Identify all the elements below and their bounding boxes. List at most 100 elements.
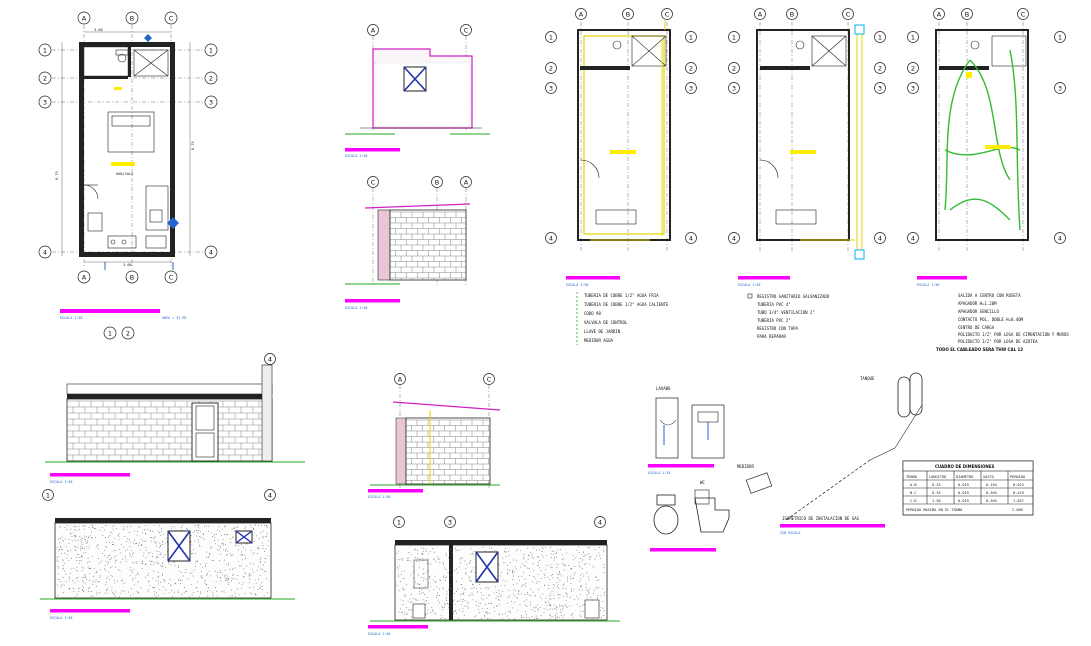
svg-text:3: 3	[878, 85, 882, 93]
table-header: DIAMETRO	[956, 475, 973, 479]
brick-pattern	[389, 211, 466, 280]
hydraulic-scale: ESCALA 1:50	[566, 283, 588, 287]
svg-text:1: 1	[549, 34, 553, 42]
svg-text:3: 3	[209, 99, 213, 107]
svg-text:A: A	[398, 376, 403, 384]
legend-e-0: SALIDA A CENTRO CON ROSETA	[958, 293, 1021, 298]
legend-h-5: MEDIDOR AGUA	[584, 338, 613, 343]
dimension-table: CUADRO DE DIMENSIONES TRAMO LONGITUD DIA…	[902, 460, 1034, 516]
brick-pattern	[66, 400, 272, 461]
svg-text:A: A	[937, 11, 942, 19]
dim-width-bottom: 3.60	[123, 263, 132, 267]
svg-text:C: C	[169, 15, 174, 23]
dim-height: 8.70	[55, 171, 59, 180]
svg-text:2: 2	[732, 65, 736, 73]
legend-h-0: TUBERIA DE COBRE 1/2" AGUA FRIA	[584, 293, 659, 298]
front-elevation: ESCALA 1:50 4	[45, 353, 305, 484]
table-cell: 0.019	[958, 483, 969, 487]
table-cell: B-C	[910, 491, 917, 495]
plan-hydraulic: A B C 1 2 3 4 1 2 3 4 ESCALA 1:50 TUBERI…	[545, 8, 697, 345]
svg-text:1: 1	[911, 34, 915, 42]
svg-text:1: 1	[1058, 34, 1062, 42]
section1-scale: ESCALA 1:50	[345, 154, 367, 158]
table-cell: 0.394	[986, 491, 997, 495]
tank-label: TANQUE	[860, 376, 875, 381]
svg-text:3: 3	[732, 85, 736, 93]
plan-electric: A B C 1 2 3 4 1 3 4 ESCALA 1:50 SALIDA A…	[907, 8, 1069, 352]
fixture-wc-label: WC	[700, 480, 705, 485]
legend-e-4: CENTRO DE CARGA	[958, 325, 995, 330]
svg-text:3: 3	[1058, 85, 1062, 93]
fixture-lav-label: LAVABO	[656, 386, 671, 391]
section2-scale: ESCALA 1:50	[345, 306, 367, 310]
side-elevation: 1 4 ESCALA 1:50	[40, 489, 295, 620]
svg-text:1: 1	[209, 47, 213, 55]
legend-e-3: CONTACTO POL. DOBLE H=0.40M	[958, 317, 1024, 322]
legend-s-1: TUBERIA PVC 4"	[757, 302, 791, 307]
table-footer-value: 2.089	[1012, 508, 1023, 512]
svg-text:A: A	[371, 27, 376, 35]
plan-area: AREA = 31 M2	[162, 316, 187, 320]
legend-h-2: CODO 90	[584, 311, 601, 316]
dim-right: 8.70	[191, 141, 195, 150]
svg-text:3: 3	[549, 85, 553, 93]
table-cell: C-D	[910, 499, 917, 503]
table-cell: 0.419	[1013, 491, 1024, 495]
table-cell: 0.194	[986, 483, 997, 487]
svg-text:A: A	[82, 15, 87, 23]
svg-text:3: 3	[911, 85, 915, 93]
table-cell: 0.35	[932, 491, 941, 495]
svg-text:2: 2	[689, 65, 693, 73]
fixture-scale: ESCALA 1:25	[648, 471, 670, 475]
legend-s-3: TUBERIA PVC 2"	[757, 318, 791, 323]
svg-text:C: C	[665, 11, 670, 19]
electric-scale: ESCALA 1:50	[917, 283, 939, 287]
svg-text:4: 4	[549, 235, 553, 243]
svg-text:B: B	[435, 179, 439, 187]
svg-text:1: 1	[108, 330, 112, 338]
legend-s-2: TUBO 3/4" VENTILACION 2"	[757, 310, 815, 315]
legend-s-5: PARA REPARAR	[757, 334, 786, 339]
plan-scale: ESCALA 1:50	[60, 316, 82, 320]
svg-text:4: 4	[598, 519, 602, 527]
svg-text:A: A	[758, 11, 763, 19]
section4-scale: ESCALA 1:50	[368, 632, 390, 636]
svg-text:2: 2	[126, 330, 130, 338]
table-cell: 1.50	[932, 499, 941, 503]
table-cell: 1.657	[1013, 499, 1024, 503]
gas-meter-label: MEDIDOR	[737, 464, 754, 469]
legend-h-4: LLAVE DE JARDIN	[584, 329, 621, 334]
legend-e-2: APAGADOR SENCILLO	[958, 309, 1000, 314]
plan-sanitary: A B C 1 2 3 4 1 2 3 4 ESCALA 1:50 REGIST…	[728, 8, 886, 339]
hydraulic-legend: TUBERIA DE COBRE 1/2" AGUA FRIA TUBERIA …	[576, 292, 669, 345]
svg-text:3: 3	[448, 519, 452, 527]
sanitary-scale: ESCALA 1:50	[738, 283, 760, 287]
svg-text:A: A	[82, 274, 87, 282]
svg-text:3: 3	[689, 85, 693, 93]
table-header: GASTO	[983, 475, 994, 479]
svg-text:4: 4	[878, 235, 882, 243]
svg-text:4: 4	[268, 356, 272, 364]
table-header: PERDIDA	[1010, 475, 1026, 479]
sanitary-legend: REGISTRO SANITARIO GALVANIZADO TUBERIA P…	[747, 293, 830, 339]
front-elev-scale: ESCALA 1:50	[50, 480, 72, 484]
svg-text:2: 2	[549, 65, 553, 73]
table-header: LONGITUD	[929, 475, 946, 479]
table-cell: 0.394	[986, 499, 997, 503]
section-bottom-b: 1 3 4 ESCALA 1:50	[368, 516, 620, 636]
brick-pattern	[405, 419, 490, 484]
svg-text:4: 4	[1058, 235, 1062, 243]
legend-s-4: REGISTRO CON TAPA	[757, 326, 799, 331]
legend-h-3: VALVULA DE CONTROL	[584, 320, 628, 325]
svg-text:4: 4	[209, 249, 213, 257]
iso-scale: SIN ESCALA	[780, 531, 800, 535]
iso-title: ISOMETRICO DE INSTALACION DE GAS	[782, 516, 860, 521]
svg-text:C: C	[169, 274, 174, 282]
electric-legend: SALIDA A CENTRO CON ROSETA APAGADOR H=1.…	[936, 293, 1069, 352]
legend-e-6: POLIDUCTO 1/2" POR LOSA DE AZOTEA	[958, 339, 1038, 344]
svg-text:2: 2	[911, 65, 915, 73]
svg-text:B: B	[130, 15, 134, 23]
side-elev-scale: ESCALA 1:50	[50, 616, 72, 620]
gas-isometric: TANQUE MEDIDOR SIN ESCALA ISOMETRICO DE …	[737, 372, 923, 535]
